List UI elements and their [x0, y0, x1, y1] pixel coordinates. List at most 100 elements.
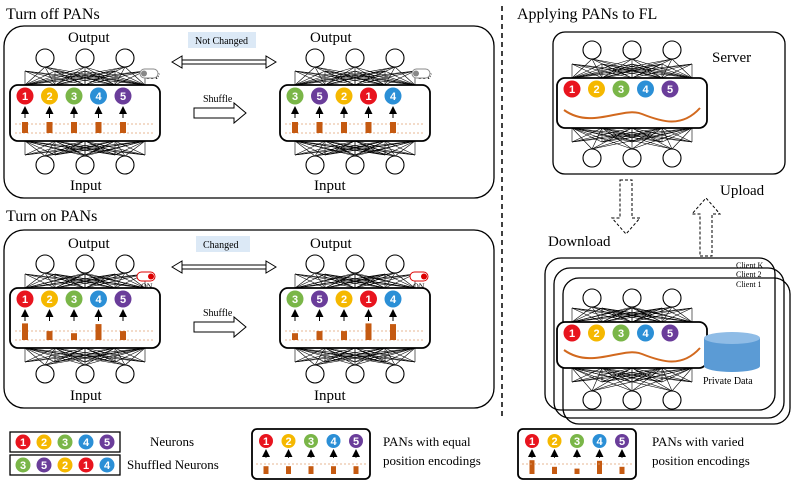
- position-encoding-bar: [292, 333, 298, 340]
- off-right-switch-knob: [413, 70, 419, 77]
- connection-line: [24, 66, 46, 86]
- off-not-changed-badge: Not Changed: [195, 36, 248, 47]
- off-left-neuron-number: 5: [120, 91, 126, 103]
- client-2-frame: [553, 267, 785, 419]
- server-input-node: [662, 148, 682, 168]
- server-input-node: [582, 148, 602, 168]
- connection-line: [294, 347, 326, 363]
- off-right-neuron-number: 3: [292, 91, 298, 103]
- legend-shuffled-neuron: [78, 457, 94, 473]
- connection-line: [661, 306, 673, 323]
- on-left-switch-label: ON: [141, 282, 153, 291]
- on-left-neuron: [90, 290, 107, 308]
- connection-line: [24, 140, 56, 156]
- connection-line: [294, 273, 386, 289]
- turn-on-title: Turn on PANs: [6, 208, 97, 225]
- connection-line: [591, 127, 663, 150]
- turn-off-panel: [3, 25, 495, 199]
- off-right-input-node: [305, 155, 325, 175]
- on-left-neuron: [41, 290, 58, 308]
- server-neuron-number: 3: [618, 84, 624, 96]
- legend-equal-layer-neuron: [326, 434, 341, 448]
- connection-line: [324, 140, 416, 156]
- off-equivalence-arrow-left-head: [171, 55, 183, 69]
- connection-line: [354, 273, 416, 289]
- server-neuron-number: 2: [593, 84, 599, 96]
- connection-line: [571, 63, 633, 79]
- position-encoding-bar: [71, 333, 77, 340]
- legend-varied-layer-neuron: [570, 434, 584, 448]
- server-neuron: [612, 80, 630, 98]
- off-right-neuron: [286, 87, 304, 105]
- connection-line: [661, 63, 693, 79]
- connection-line: [671, 306, 693, 323]
- connection-line: [294, 273, 326, 289]
- client-neuron-number: 3: [618, 328, 624, 340]
- connection-line: [384, 70, 416, 86]
- connection-line: [24, 140, 86, 156]
- connection-line: [114, 140, 146, 156]
- on-left-output-node: [115, 254, 135, 274]
- legend-equal-layer-neuron: [349, 434, 363, 448]
- legend-varied-layer-neuron: [525, 434, 539, 448]
- legend-encoding-bar: [529, 460, 535, 474]
- on-left-output-node: [75, 254, 95, 274]
- connection-line: [114, 140, 126, 157]
- off-right-input-node: [385, 155, 405, 175]
- on-left-input-node: [75, 364, 95, 384]
- connection-line: [571, 127, 673, 150]
- position-encoding-bar: [120, 122, 126, 133]
- legend-neuron-number: 1: [20, 437, 26, 449]
- client-neuron-number: 2: [593, 328, 599, 340]
- on-left-output-node: [35, 254, 55, 274]
- connection-line: [571, 63, 693, 79]
- on-right-output-node: [385, 254, 405, 274]
- connection-line: [631, 58, 663, 79]
- connection-line: [571, 63, 663, 79]
- connection-line: [661, 307, 693, 323]
- legend-shuffled-neuron: [99, 457, 115, 473]
- connection-line: [24, 273, 116, 289]
- on-left-switch-knob: [148, 273, 154, 280]
- off-right-neuron: [311, 87, 328, 105]
- legend-equal-layer-neuron-number: 4: [330, 436, 337, 448]
- off-right-neuron: [384, 87, 402, 105]
- on-left-input-node: [35, 364, 55, 384]
- on-right-switch-knob: [421, 273, 427, 280]
- connection-line: [324, 273, 416, 289]
- on-right-output-node: [345, 254, 365, 274]
- connection-line: [294, 70, 416, 86]
- connection-line: [294, 140, 326, 156]
- connection-line: [394, 66, 416, 86]
- on-shuffle-label: Shuffle: [203, 308, 233, 319]
- on-right-output-node: [305, 254, 325, 274]
- connection-line: [324, 347, 416, 363]
- connection-line: [24, 70, 116, 86]
- connection-line: [661, 127, 693, 143]
- off-right-output-node: [385, 48, 405, 68]
- connection-line: [294, 66, 396, 86]
- legend-neuron: [78, 434, 94, 450]
- turn-off-title: Turn off PANs: [6, 6, 100, 23]
- off-left-neuron: [41, 87, 58, 105]
- server-neuron: [563, 80, 581, 98]
- off-right-input-label: Input: [314, 178, 346, 194]
- legend-shuffled-neuron: [36, 457, 52, 473]
- fl-title: Applying PANs to FL: [517, 6, 657, 23]
- legend-equal-layer-neuron: [259, 434, 273, 448]
- legend-shuffled-box: [9, 454, 121, 476]
- connection-line: [601, 367, 693, 383]
- server-box: [552, 31, 786, 175]
- download-arrow: [610, 179, 642, 235]
- connection-line: [571, 307, 663, 323]
- client-neuron: [563, 324, 581, 342]
- legend-equal-layer-neuron-number: 2: [285, 436, 291, 448]
- off-left-neuron-number: 3: [71, 91, 77, 103]
- connection-line: [384, 347, 396, 366]
- database-icon: [704, 332, 760, 344]
- legend-varied-layer-neuron-number: 3: [574, 436, 580, 448]
- legend-varied-layer-neuron: [547, 434, 562, 448]
- off-shuffle-arrow: [193, 101, 247, 125]
- off-equivalence-arrow-right-head: [265, 55, 277, 69]
